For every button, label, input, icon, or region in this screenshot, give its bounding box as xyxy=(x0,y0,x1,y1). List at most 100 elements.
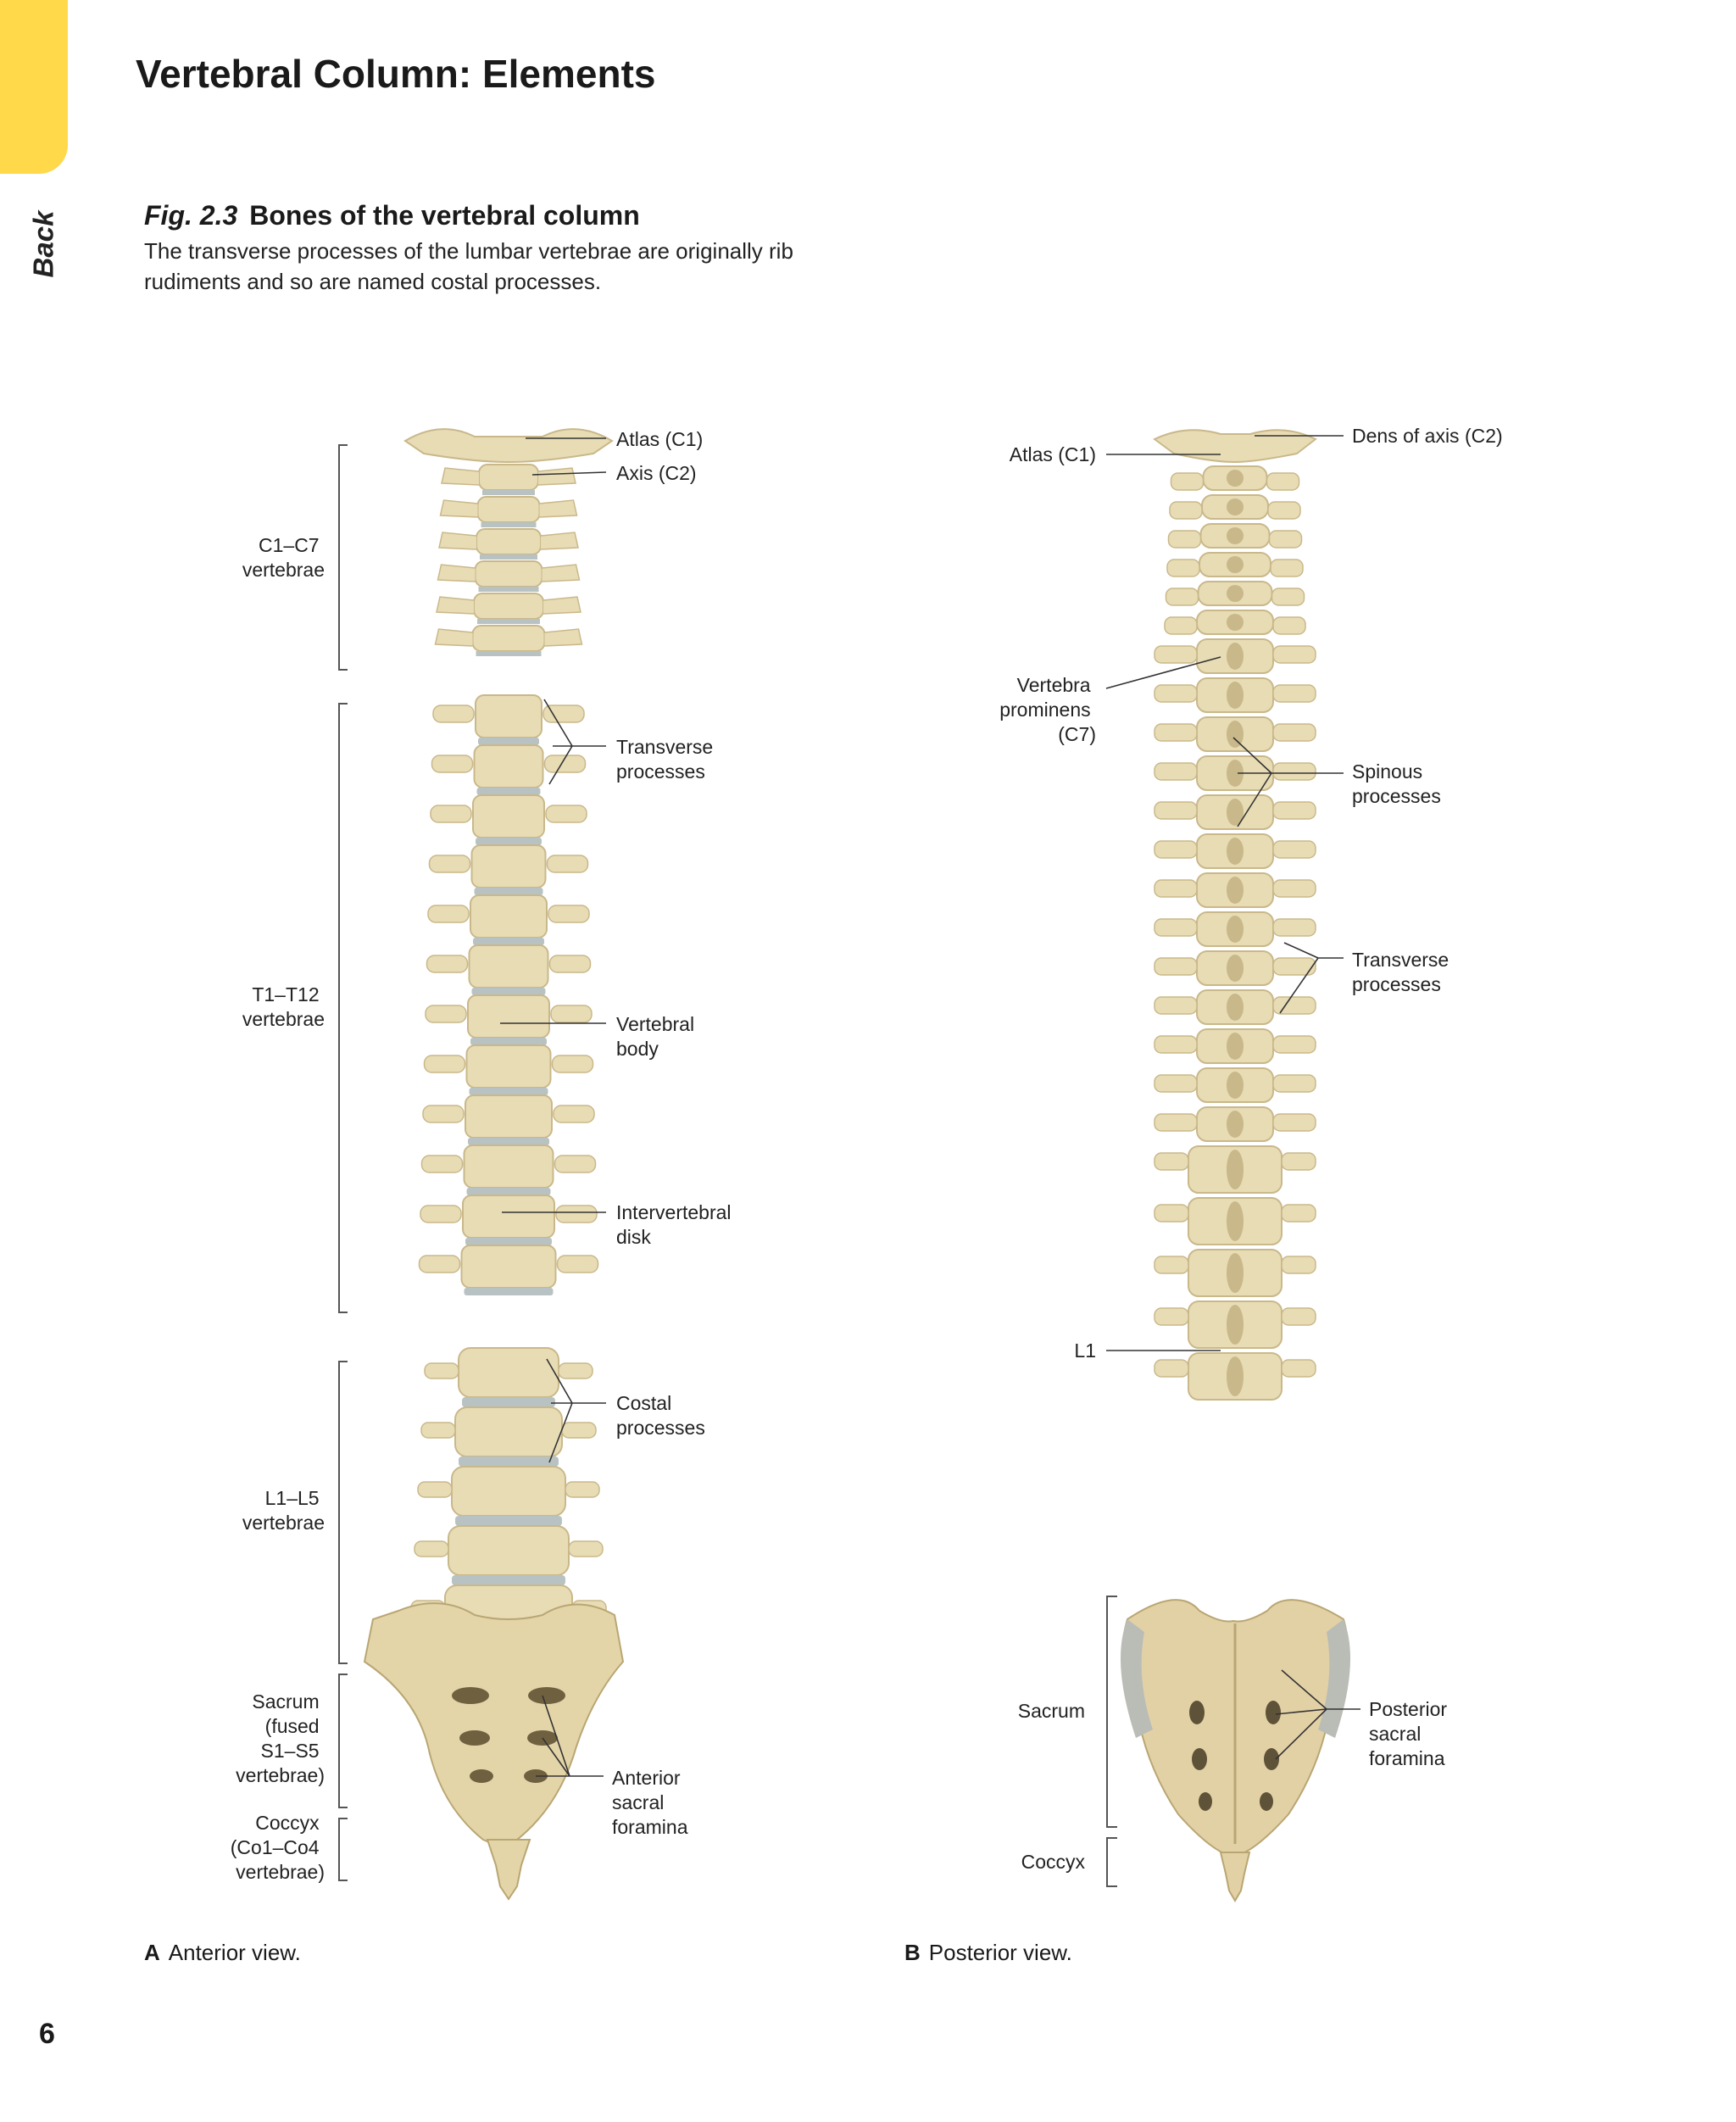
posterior-spinous-process xyxy=(1227,1033,1244,1060)
label-posterior-foramina: Posterior sacral foramina xyxy=(1369,1698,1452,1769)
posterior-transverse-process xyxy=(1154,1204,1189,1223)
anterior-thoracic-body xyxy=(467,994,550,1039)
anterior-lumbar-body xyxy=(448,1525,570,1576)
anterior-cervical-process xyxy=(540,532,579,550)
anterior-transverse-process xyxy=(430,805,472,823)
posterior-transverse-process xyxy=(1272,879,1316,898)
anterior-thoracic-vertebrae xyxy=(418,694,599,1295)
anterior-sacrum xyxy=(363,1602,625,1845)
anterior-transverse-process xyxy=(418,1255,461,1273)
anterior-atlas xyxy=(403,428,614,464)
bracket-cervical xyxy=(338,444,348,671)
anterior-thoracic-body xyxy=(468,944,549,989)
anterior-thoracic-body xyxy=(470,844,547,888)
anterior-costal-process xyxy=(417,1481,453,1498)
posterior-transverse-process xyxy=(1281,1204,1316,1223)
anterior-thoracic-disk xyxy=(476,788,541,795)
posterior-transverse-process xyxy=(1154,762,1198,781)
posterior-transverse-process xyxy=(1167,530,1202,549)
anterior-thoracic-disk xyxy=(470,1038,547,1045)
anterior-lumbar-body xyxy=(458,1347,559,1398)
anterior-transverse-process xyxy=(554,1155,597,1173)
anterior-sacral-foramen xyxy=(452,1687,489,1704)
region-label-coccyx: Coccyx (Co1–Co4 vertebrae) xyxy=(231,1812,325,1883)
posterior-spinous-process xyxy=(1227,556,1244,573)
anterior-cervical-process xyxy=(537,467,576,486)
posterior-transverse-process xyxy=(1272,616,1306,635)
leader-posterior-foramina xyxy=(1275,1669,1360,1760)
posterior-spinous-process xyxy=(1227,1150,1244,1189)
label-axis-anterior: Axis (C2) xyxy=(616,462,697,484)
anterior-lumbar-body xyxy=(454,1406,563,1457)
anterior-thoracic-body xyxy=(460,1245,557,1289)
anterior-transverse-process xyxy=(548,955,592,973)
posterior-spinous-process xyxy=(1227,877,1244,904)
posterior-transverse-process xyxy=(1170,472,1205,491)
posterior-transverse-process xyxy=(1154,723,1198,742)
posterior-transverse-process xyxy=(1154,957,1198,976)
posterior-transverse-process xyxy=(1272,723,1316,742)
posterior-transverse-process xyxy=(1281,1307,1316,1326)
anterior-lumbar-disk xyxy=(462,1397,555,1407)
leader-axis-anterior xyxy=(531,471,607,476)
anterior-cervical-process xyxy=(438,532,477,550)
posterior-transverse-process xyxy=(1272,1074,1316,1093)
page-number: 6 xyxy=(39,2018,55,2050)
posterior-transverse-process xyxy=(1266,472,1300,491)
bracket-coccyx-posterior xyxy=(1106,1837,1117,1887)
label-coccyx-posterior: Coccyx xyxy=(1021,1851,1086,1873)
posterior-transverse-process xyxy=(1154,1074,1198,1093)
label-dens: Dens of axis (C2) xyxy=(1352,425,1503,447)
anterior-cervical-body xyxy=(476,528,542,555)
anterior-cervical-process xyxy=(441,467,480,486)
anterior-transverse-process xyxy=(423,1055,466,1073)
posterior-transverse-process xyxy=(1154,996,1198,1015)
caption-letter-a: A xyxy=(144,1940,160,1965)
anterior-transverse-process xyxy=(428,855,471,873)
posterior-spinous-process xyxy=(1227,1111,1244,1138)
anterior-thoracic-disk xyxy=(464,1288,554,1295)
anterior-cervical-process xyxy=(437,564,476,582)
anterior-costal-process xyxy=(568,1540,604,1557)
posterior-spinous-process xyxy=(1227,1253,1244,1293)
posterior-transverse-process xyxy=(1165,588,1199,606)
posterior-spinous-process xyxy=(1227,614,1244,631)
leader-prominens xyxy=(1105,656,1221,689)
posterior-spinous-process xyxy=(1227,721,1244,748)
posterior-sacral-foramen xyxy=(1260,1792,1273,1811)
region-label-cervical: C1–C7 vertebrae xyxy=(242,534,325,581)
posterior-transverse-process xyxy=(1272,918,1316,937)
leader-transverse-anterior xyxy=(543,699,606,785)
posterior-spinous-process xyxy=(1227,1305,1244,1345)
label-l1: L1 xyxy=(1074,1339,1096,1362)
anterior-lumbar-disk xyxy=(455,1516,562,1526)
anterior-sacral-foramen xyxy=(528,1687,565,1704)
posterior-transverse-process xyxy=(1154,684,1198,703)
posterior-spinous-process xyxy=(1227,760,1244,787)
posterior-sacral-foramen xyxy=(1199,1792,1212,1811)
label-prominens: Vertebra prominens (C7) xyxy=(999,674,1096,745)
region-label-sacrum: Sacrum (fused S1–S5 vertebrae) xyxy=(236,1690,325,1786)
bracket-sacrum xyxy=(338,1674,348,1808)
label-transverse-posterior: Transverse processes xyxy=(1352,949,1455,995)
posterior-transverse-process xyxy=(1154,1307,1189,1326)
posterior-sacral-foramen xyxy=(1192,1748,1207,1770)
anterior-cervical-process xyxy=(436,596,475,615)
anterior-coccyx xyxy=(486,1839,531,1901)
figure-title-text: Bones of the vertebral column xyxy=(249,200,640,231)
posterior-transverse-process xyxy=(1272,1113,1316,1132)
posterior-transverse-process xyxy=(1154,1256,1189,1274)
anterior-transverse-process xyxy=(545,805,587,823)
anterior-cervical-disk xyxy=(480,554,537,560)
posterior-spinous-process xyxy=(1227,955,1244,982)
posterior-transverse-process xyxy=(1154,1359,1189,1378)
posterior-transverse-process xyxy=(1281,1152,1316,1171)
anterior-thoracic-body xyxy=(473,744,544,788)
anterior-costal-process xyxy=(420,1422,456,1439)
posterior-atlas xyxy=(1153,429,1317,464)
anterior-sacral-foramen xyxy=(470,1769,493,1783)
posterior-transverse-process xyxy=(1154,879,1198,898)
posterior-transverse-process xyxy=(1272,996,1316,1015)
posterior-spinous-process xyxy=(1227,1072,1244,1099)
